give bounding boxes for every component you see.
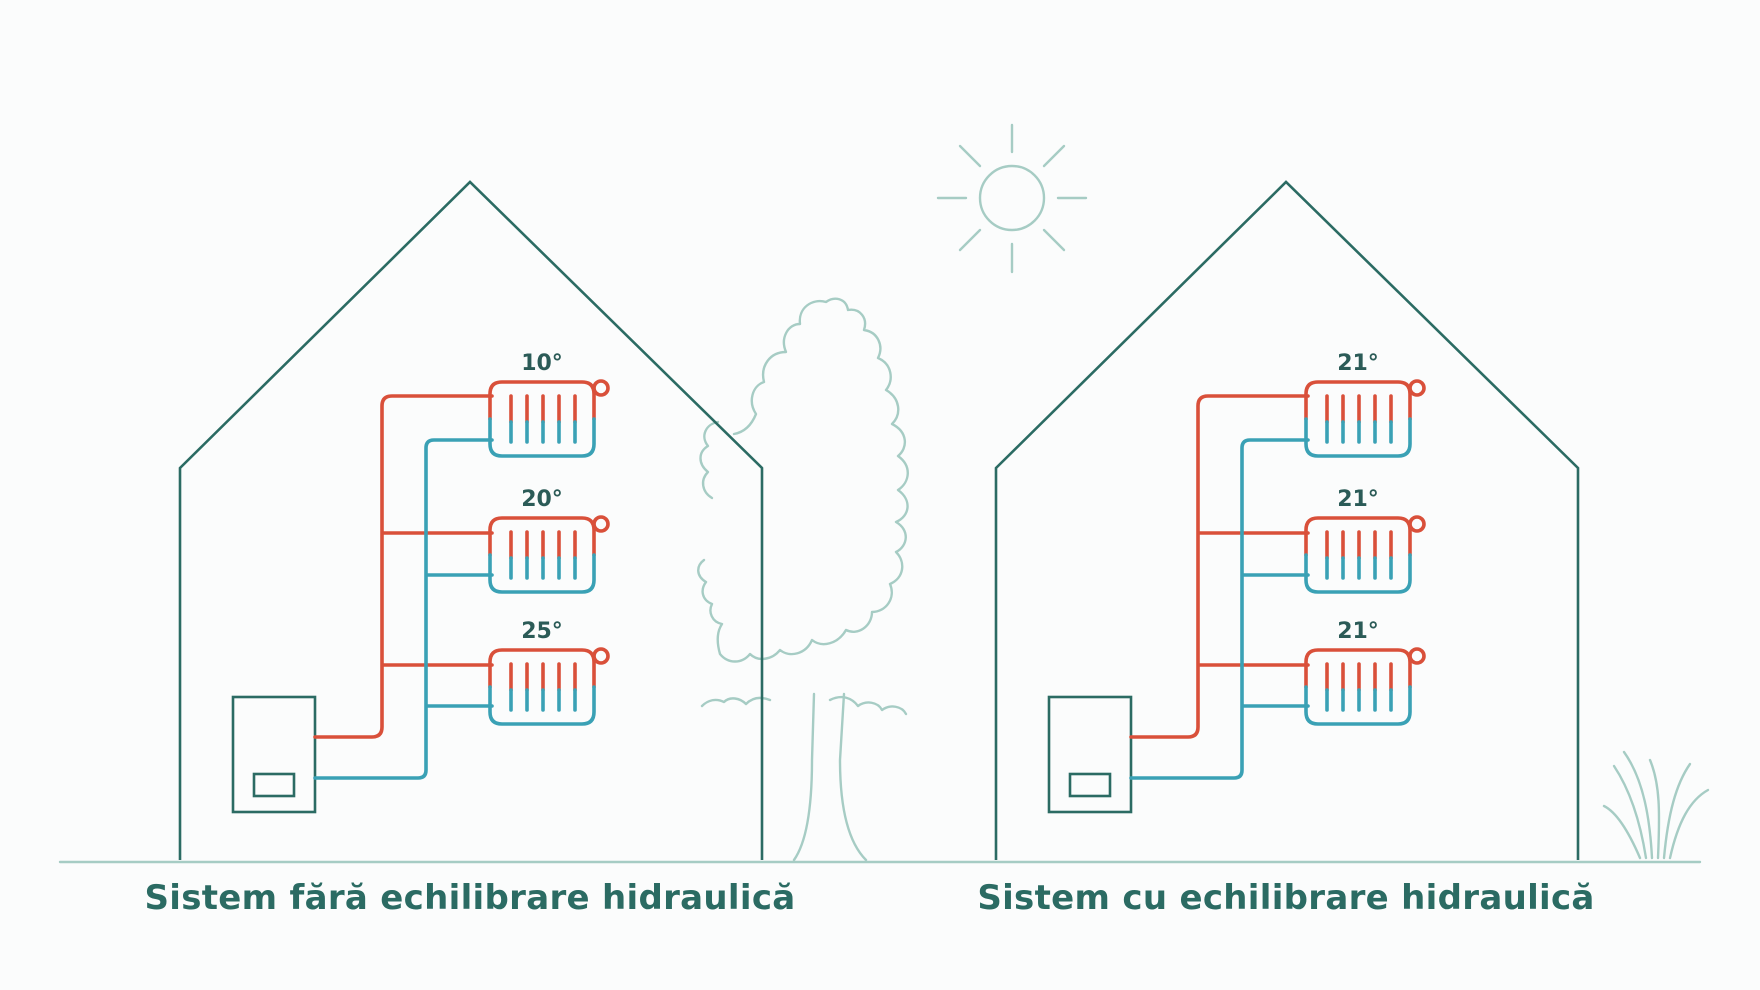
radiator-temperature: 21° [1337, 351, 1379, 376]
cold-return-pipe [1129, 438, 1310, 780]
hot-supply-pipe [313, 394, 494, 739]
radiator-icon [1304, 379, 1426, 458]
radiator-icon [1304, 515, 1426, 594]
radiator-temperature: 10° [521, 351, 563, 376]
tree-icon [697, 297, 909, 862]
sun-icon [936, 123, 1088, 274]
boiler-icon [231, 695, 317, 814]
radiator-temperature: 21° [1337, 487, 1379, 512]
cold-return-pipe [313, 438, 494, 780]
radiator-icon [488, 647, 610, 726]
radiator-temperature: 21° [1337, 619, 1379, 644]
radiator-temperature: 20° [521, 487, 563, 512]
radiator-icon [1304, 647, 1426, 726]
caption-unbalanced-system: Sistem fără echilibrare hidraulică [144, 878, 796, 918]
boiler-icon [1047, 695, 1133, 814]
caption-balanced-system: Sistem cu echilibrare hidraulică [977, 878, 1595, 918]
house-balanced: 21° 21° 21° [994, 180, 1580, 860]
house-outline [994, 180, 1580, 860]
radiator-icon [488, 515, 610, 594]
house-unbalanced: 10° 20° 25° [178, 180, 764, 860]
radiator-icon [488, 379, 610, 458]
hot-supply-pipe [1129, 394, 1310, 739]
radiator-temperature: 25° [521, 619, 563, 644]
grass-icon [1602, 750, 1710, 860]
house-outline [178, 180, 764, 860]
